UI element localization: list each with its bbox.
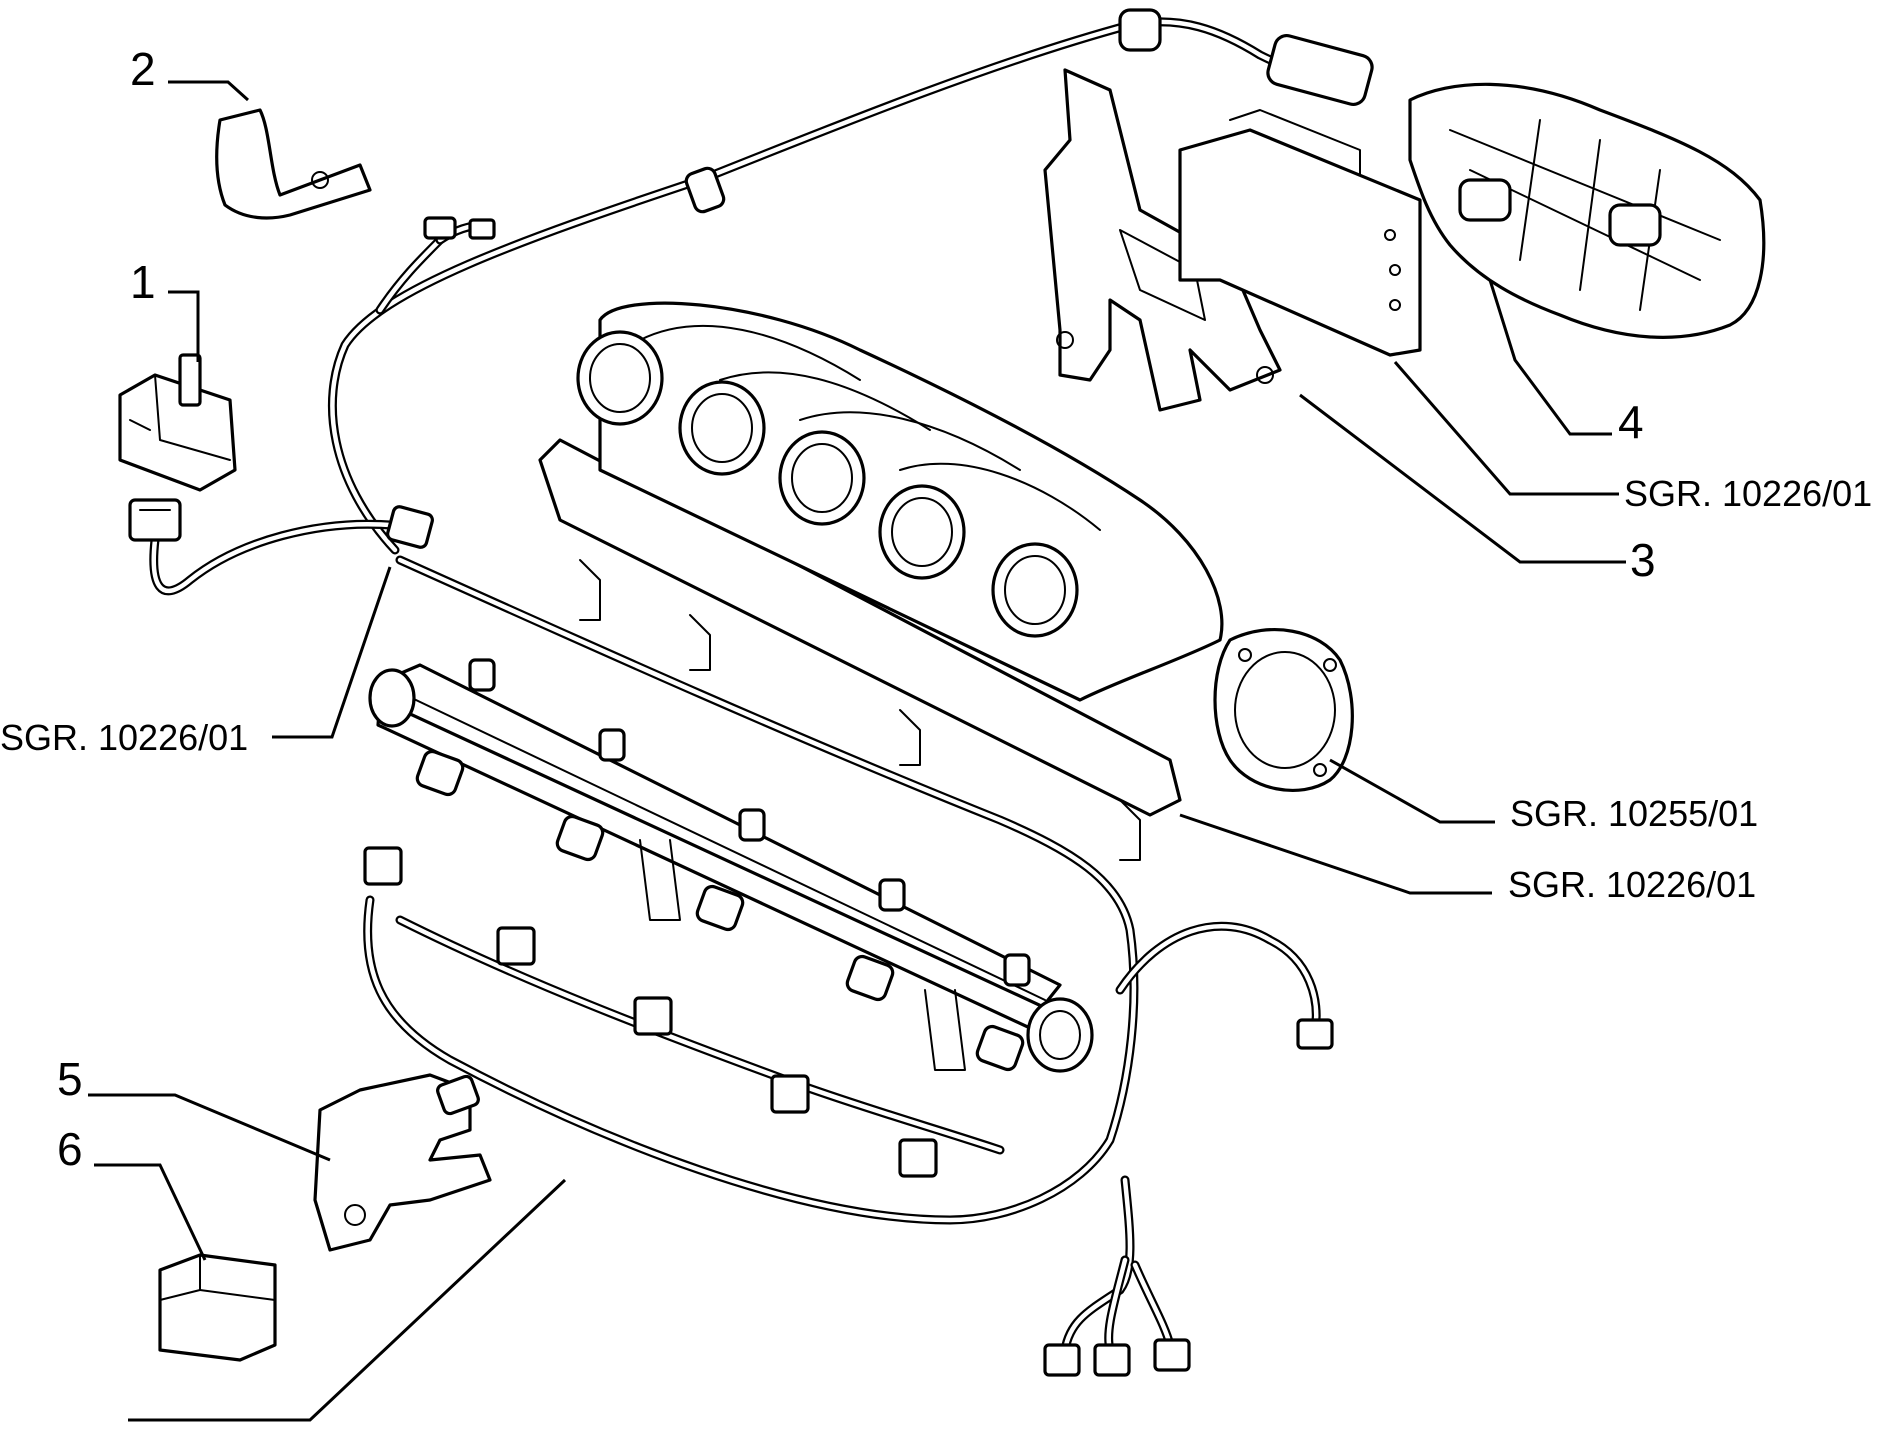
harness-connectors — [128, 216, 1334, 1377]
callout-3: 3 — [1630, 534, 1656, 586]
callout-6: 6 — [57, 1123, 83, 1175]
ref-lower-right: SGR. 10226/01 — [1508, 864, 1756, 905]
control-unit-assembly — [1043, 34, 1766, 412]
callout-1: 1 — [130, 256, 156, 308]
item-1-relay — [118, 353, 237, 492]
callout-labels: 2 1 4 SGR. 10226/01 3 SGR. 10226/01 SGR.… — [0, 43, 1872, 1175]
intake-manifold — [538, 301, 1354, 861]
ref-top-right: SGR. 10226/01 — [1624, 473, 1872, 514]
item-6-relay — [158, 1253, 277, 1362]
leader-lines — [88, 80, 1626, 1422]
callout-5: 5 — [57, 1053, 83, 1105]
wiring-harness — [149, 8, 1355, 1355]
callout-2: 2 — [130, 43, 156, 95]
fuel-injector-rail — [368, 658, 1094, 1073]
ref-left: SGR. 10226/01 — [0, 717, 248, 758]
callout-4: 4 — [1618, 396, 1644, 448]
ref-mid-right: SGR. 10255/01 — [1510, 793, 1758, 834]
item-2-clip — [215, 108, 372, 220]
item-5-bracket — [313, 1073, 492, 1252]
